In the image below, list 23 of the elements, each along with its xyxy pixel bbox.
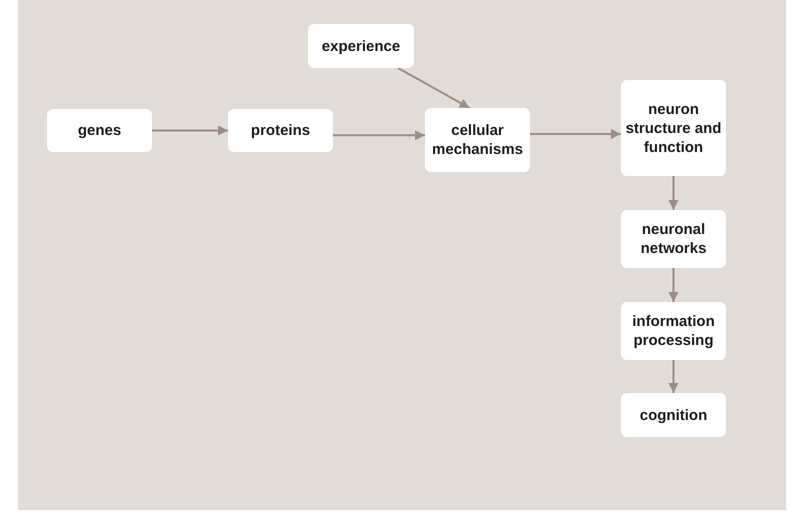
node-label: information processing — [631, 312, 716, 350]
arrow — [333, 130, 425, 140]
arrow — [668, 268, 678, 302]
node-label: proteins — [250, 121, 310, 140]
arrow — [668, 176, 678, 210]
process-box — [621, 210, 726, 268]
node-label: neuron structure and function — [625, 100, 722, 156]
arrow — [530, 129, 621, 139]
node-label: cognition — [640, 406, 708, 424]
node-label: genes — [78, 121, 122, 140]
process-box — [425, 108, 530, 172]
node-label: experience — [322, 36, 400, 56]
arrow — [152, 126, 228, 136]
process-box — [621, 80, 726, 176]
arrow — [398, 67, 470, 109]
node-label: cellular mechanisms — [431, 121, 524, 159]
process-box — [228, 109, 333, 152]
process-box — [47, 109, 152, 152]
process-box — [308, 24, 414, 68]
process-box — [621, 393, 726, 437]
arrow — [668, 360, 678, 393]
process-box — [621, 302, 726, 360]
node-label: neuronal networks — [640, 220, 708, 258]
